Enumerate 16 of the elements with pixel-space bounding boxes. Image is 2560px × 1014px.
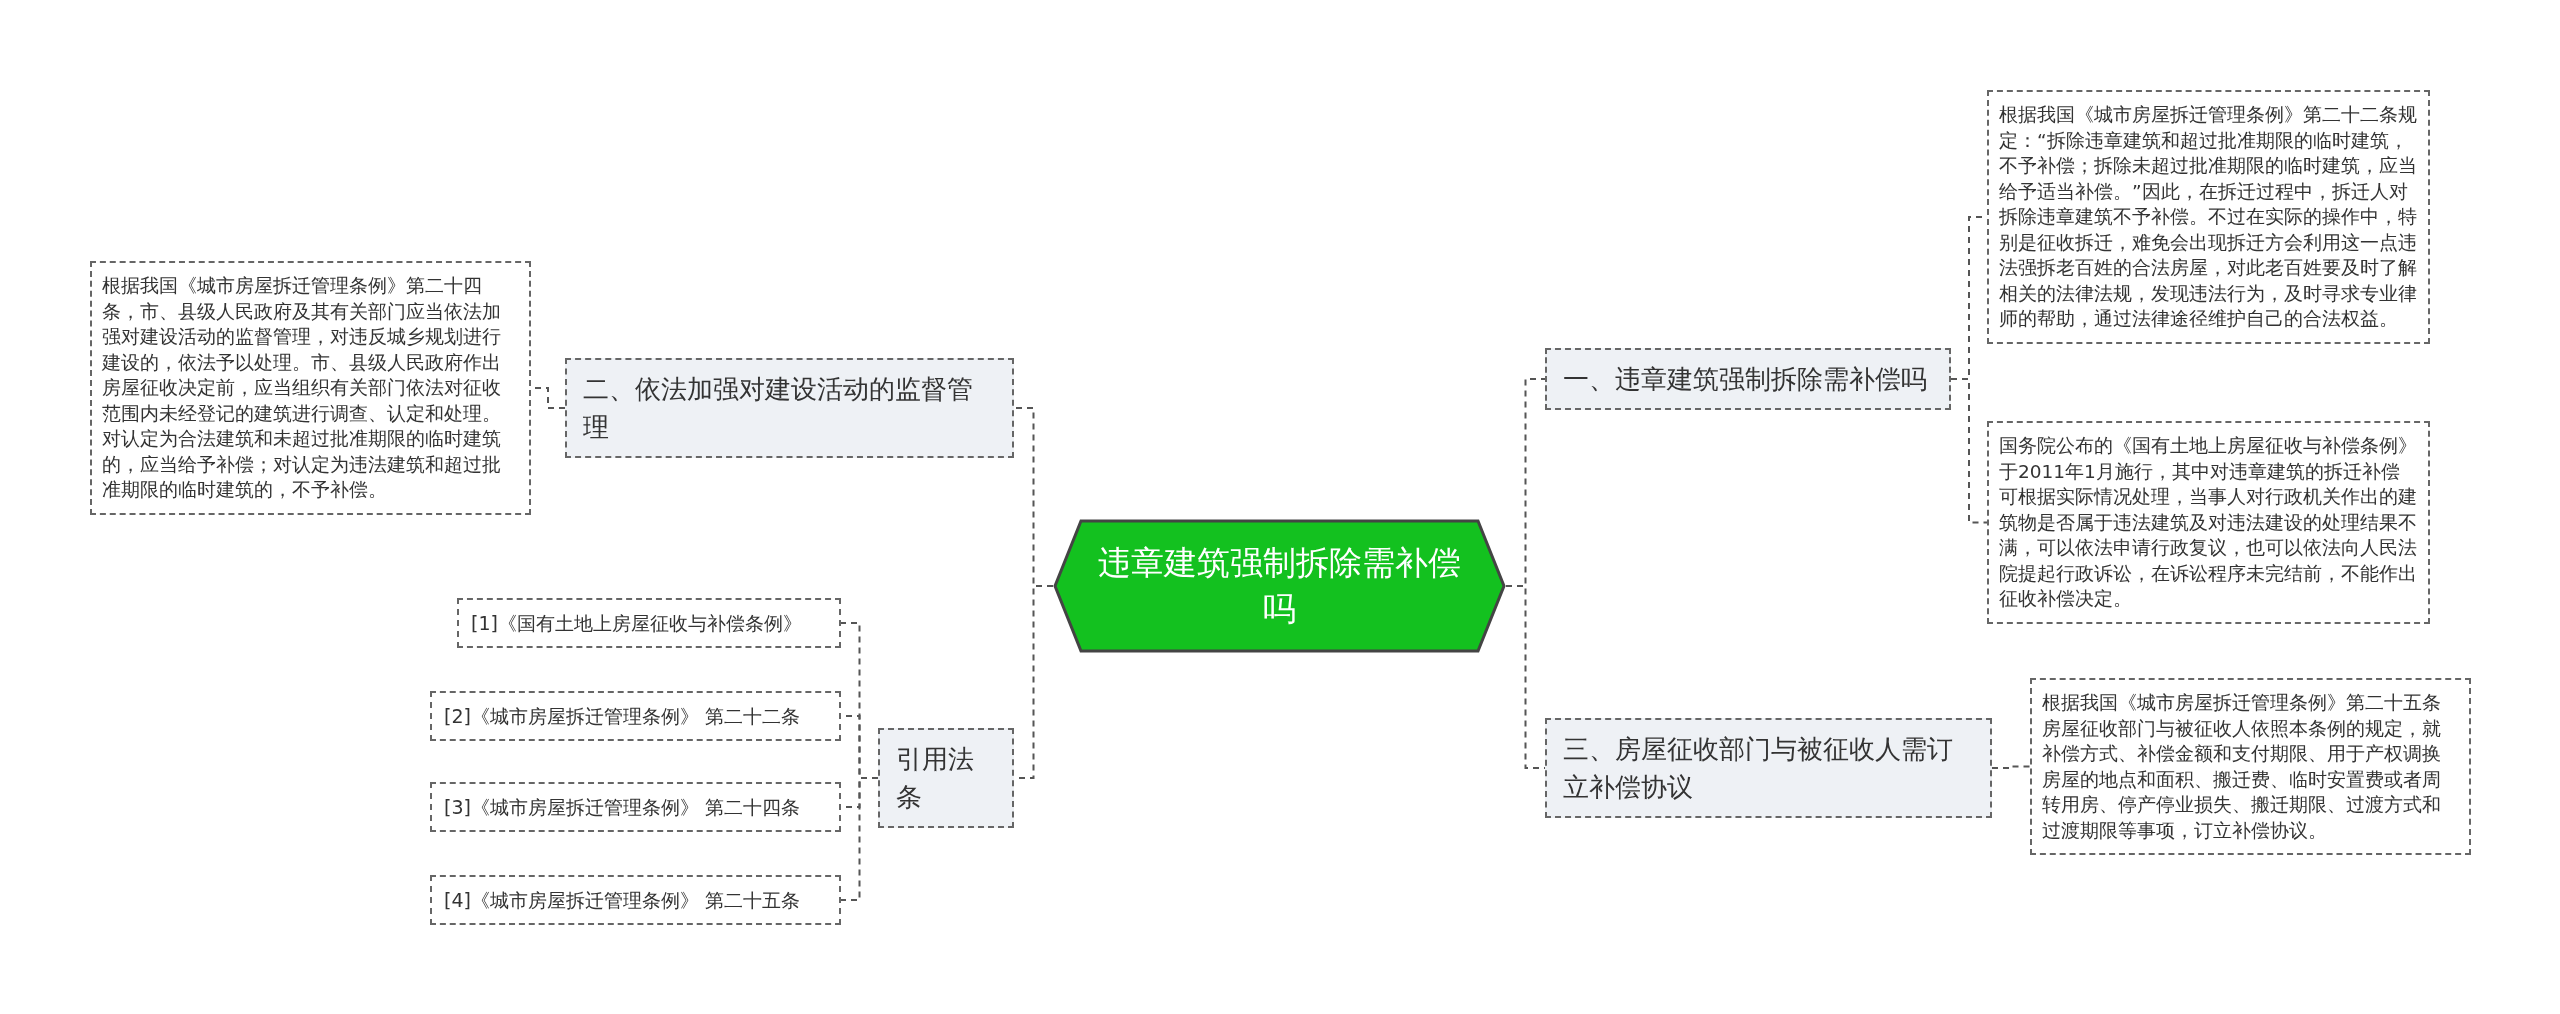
connector-line [840,777,879,901]
topic-box: 三、房屋征收部门与被征收人需订立补偿协议 [1545,718,1992,818]
topic-box: 引用法条 [878,728,1014,828]
reference-box: [4]《城市房屋拆迁管理条例》 第二十五条 [430,875,841,925]
reference-box: [3]《城市房屋拆迁管理条例》 第二十四条 [430,782,841,832]
topic-box: 二、依法加强对建设活动的监督管理 [565,358,1014,458]
note-box: 国务院公布的《国有土地上房屋征收与补偿条例》于2011年1月施行，其中对违章建筑的拆迁补偿可根据实际情况处理，当事人对行政机关作出的建筑物是否属于违法建筑及对违法建设的处理结果不满，可以依法申请行政复议，也可以依法向人民法院提起行政诉讼，在诉讼程序未完结前，不能作出征收补偿决定。 [1987,421,2430,624]
reference-box: [2]《城市房屋拆迁管理条例》 第二十二条 [430,691,841,741]
reference-box: [1]《国有土地上房屋征收与补偿条例》 [457,598,841,648]
topic-box: 一、违章建筑强制拆除需补偿吗 [1545,348,1951,410]
note-box: 根据我国《城市房屋拆迁管理条例》第二十五条房屋征收部门与被征收人依照本条例的规定，就补偿方式、补偿金额和支付期限、用于产权调换房屋的地点和面积、搬迁费、临时安置费或者周转用房、停产停业损失、搬迁期限、过渡方式和过渡期限等事项，订立补偿协议。 [2030,678,2471,855]
note-box: 根据我国《城市房屋拆迁管理条例》第二十二条规定：“拆除违章建筑和超过批准期限的临时建筑，不予补偿；拆除未超过批准期限的临时建筑，应当给予适当补偿。”因此，在拆迁过程中，拆迁人对拆除违章建筑不予补偿。不过在实际的操作中，特别是征收拆迁，难免会出现拆迁方会利用这一点违法强拆老百姓的合法房屋，对此老百姓要及时了解相关的法律法规，发现违法行为，及时寻求专业律师的帮助，通过法律途径维护自己的合法权益。 [1987,90,2430,344]
connector-line [1950,378,1988,524]
connector-line [1991,765,2031,769]
central-topic-hexagon: 违章建筑强制拆除需补偿吗 [1053,519,1506,653]
note-box: 根据我国《城市房屋拆迁管理条例》第二十四条，市、县级人民政府及其有关部门应当依法加强对建设活动的监督管理，对违反城乡规划进行建设的，依法予以处理。市、县级人民政府作出房屋征收决定前，应当组织有关部门依法对征收范围内未经登记的建筑进行调查、认定和处理。对认定为合法建筑和未超过批准期限的临时建筑的，应当给予补偿；对认定为违法建筑和超过批准期限的临时建筑的，不予补偿。 [90,261,531,515]
